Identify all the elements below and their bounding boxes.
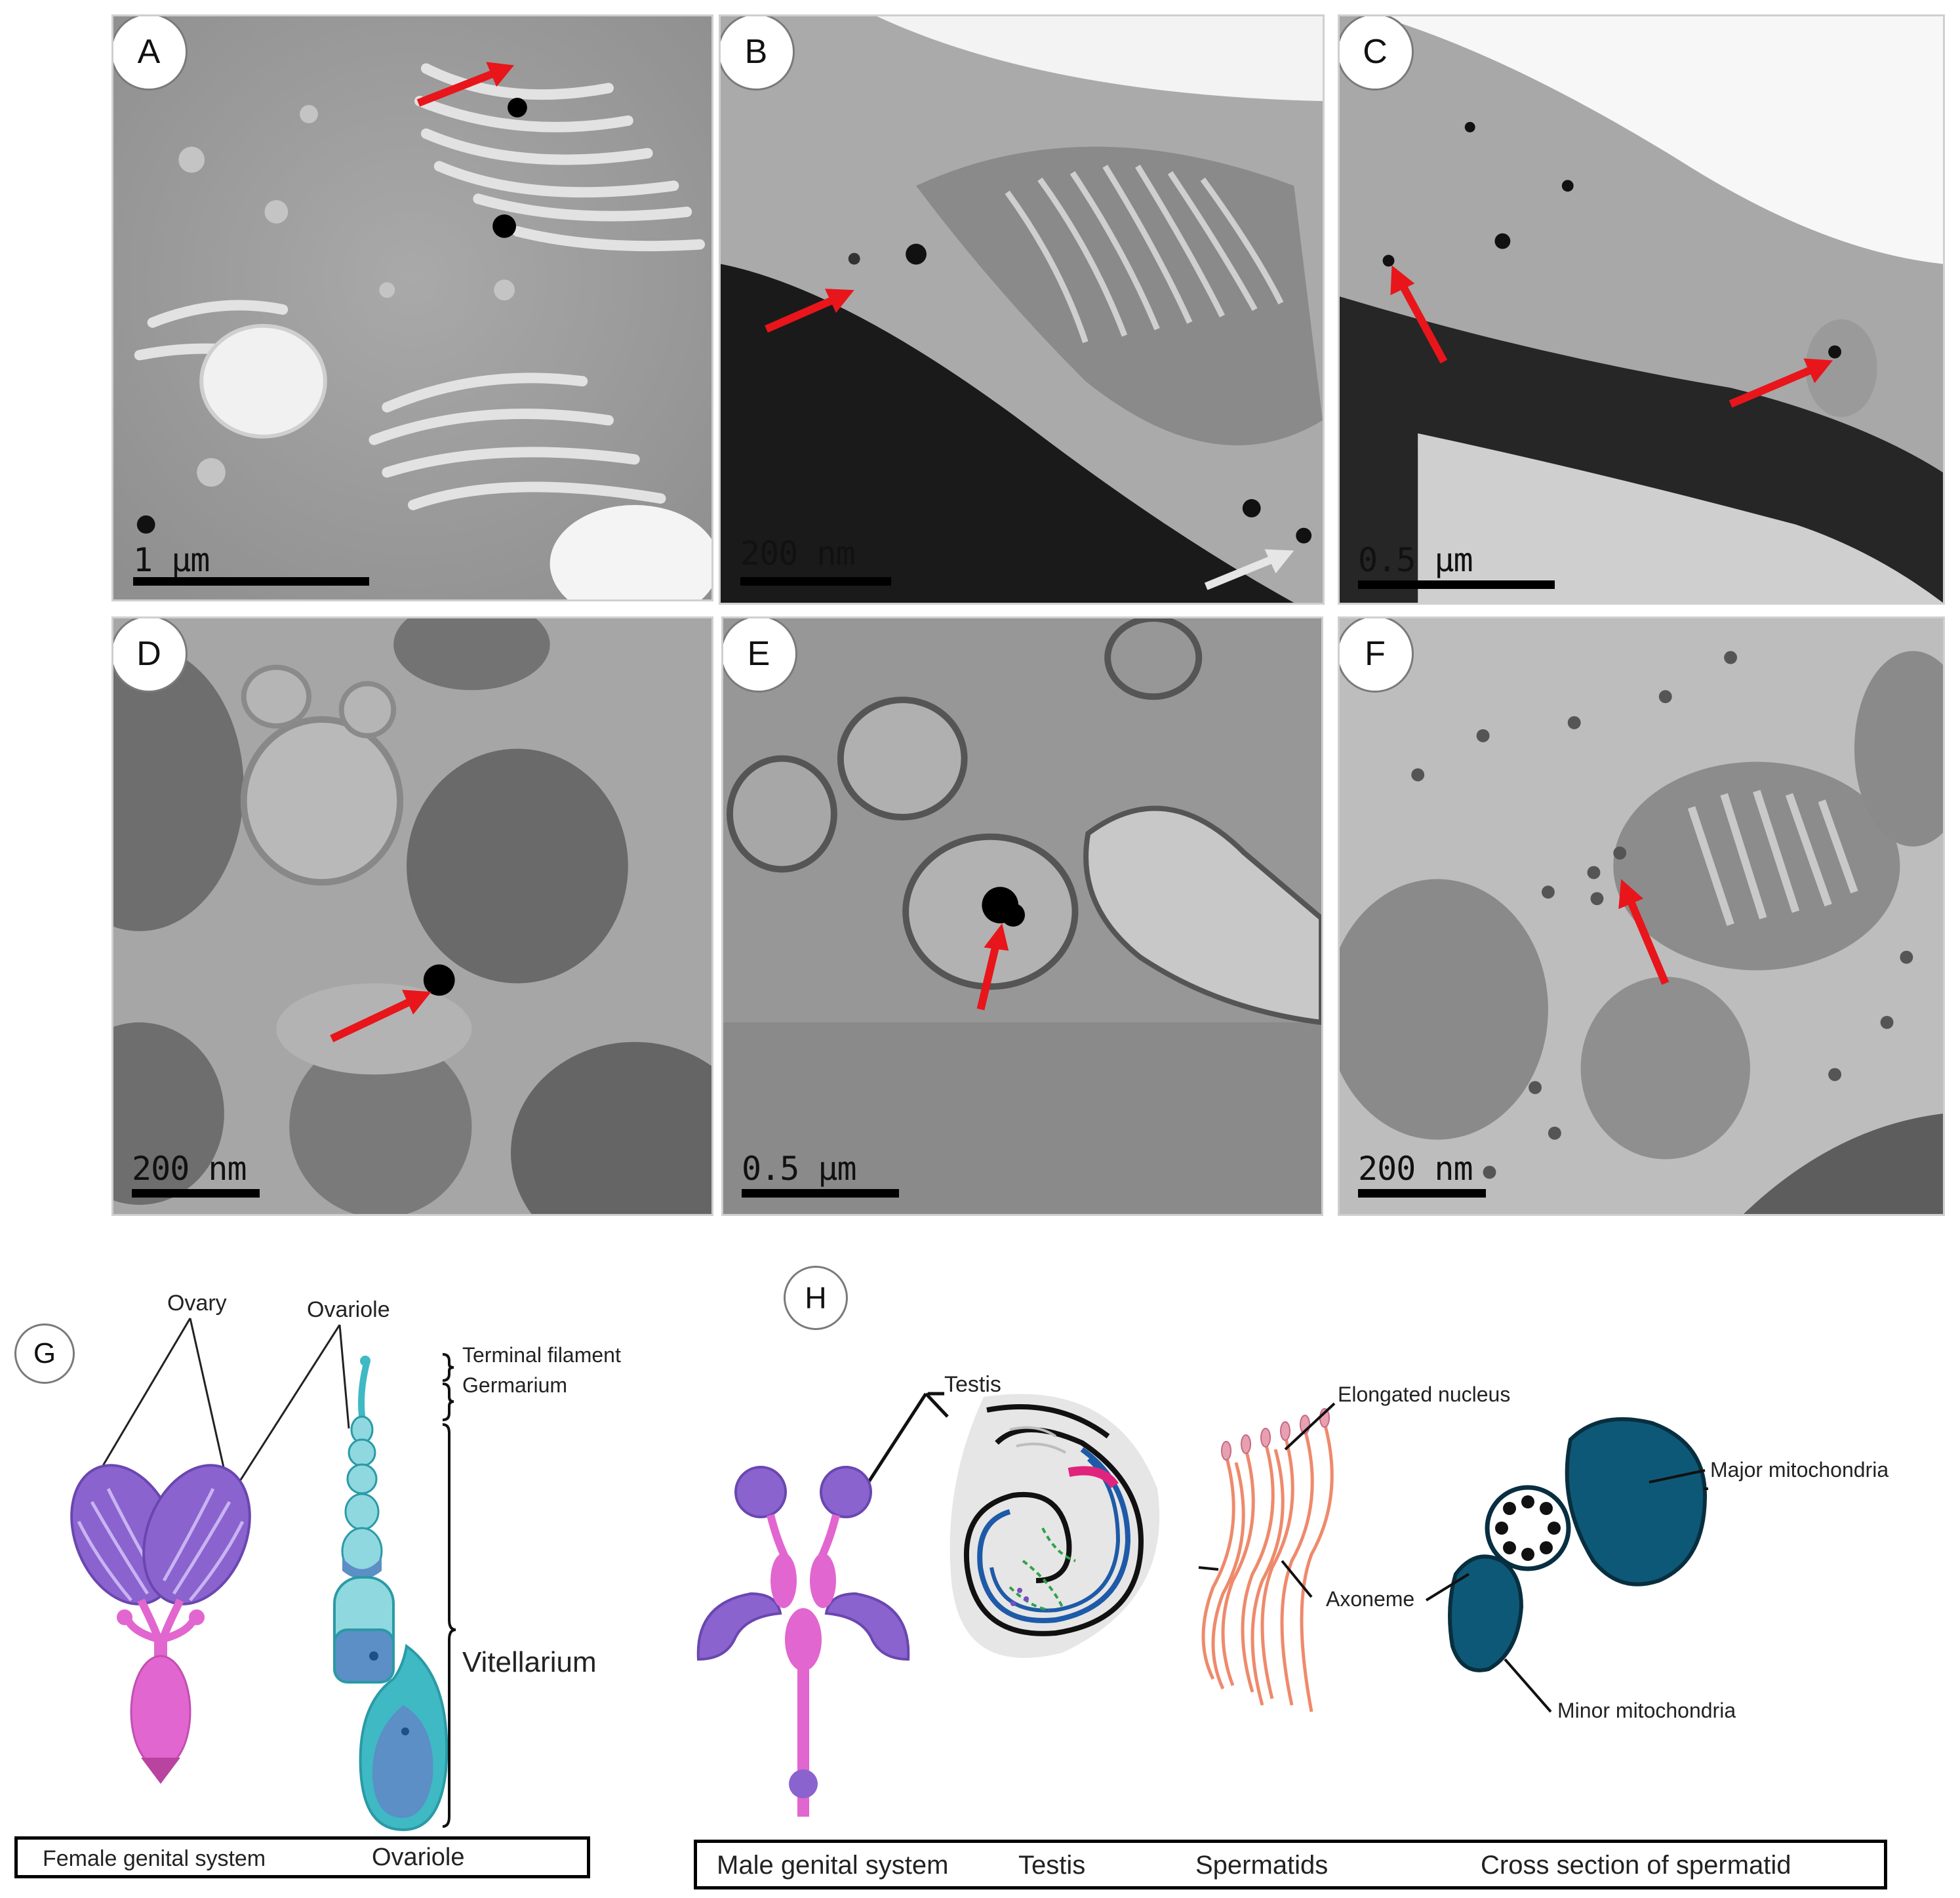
scale-bar-d (132, 1189, 260, 1198)
panel-label-c: C (1340, 16, 1414, 91)
minor-mitochondria-label: Minor mitochondria (1557, 1699, 1736, 1722)
vitellarium-label: Vitellarium (462, 1646, 597, 1678)
testis-caption: Testis (1018, 1851, 1086, 1880)
scale-label-b: 200 nm (740, 535, 856, 573)
ovariole-caption: Ovariole (372, 1844, 465, 1871)
panel-label-e: E (723, 618, 797, 693)
red-arrow (416, 62, 514, 107)
red-arrow (976, 923, 1009, 1011)
panel-label-a: A (113, 16, 188, 91)
micrograph-panel-f: F 200 nm (1338, 616, 1945, 1216)
micrograph-panel-e: E 0.5 μm (721, 616, 1323, 1216)
micrograph-f-image (1340, 618, 1943, 1214)
spermatids-drawing (1201, 1423, 1334, 1712)
male-caption-box: Male genital system Testis Spermatids Cr… (694, 1840, 1887, 1889)
scale-label-d: 200 nm (132, 1150, 247, 1188)
scale-bar-f (1358, 1189, 1486, 1198)
spermatid-cross-section-drawing (1425, 1417, 1708, 1713)
red-arrow (1618, 879, 1670, 985)
scale-bar-c (1358, 580, 1555, 589)
female-genital-system-caption: Female genital system (43, 1846, 266, 1871)
panel-label-f: F (1340, 618, 1414, 693)
scale-label-c: 0.5 μm (1358, 541, 1473, 579)
male-genital-system-drawing (696, 1392, 1708, 1817)
ovary-label: Ovary (167, 1291, 227, 1316)
scale-bar-e (742, 1189, 899, 1198)
micrograph-c-image (1340, 16, 1943, 603)
red-arrow (330, 990, 431, 1043)
scale-label-f: 200 nm (1358, 1150, 1473, 1188)
germarium-label: Germarium (462, 1373, 568, 1397)
scale-label-e: 0.5 μm (742, 1150, 857, 1188)
spermatid-cross-section-caption: Cross section of spermatid (1481, 1851, 1791, 1880)
testis-section-drawing (950, 1394, 1160, 1658)
micrograph-b-image (721, 16, 1323, 603)
red-arrow (765, 289, 854, 333)
testis-label: Testis (944, 1372, 1001, 1397)
female-caption-box: Female genital system Ovariole (14, 1836, 590, 1878)
spermatids-caption: Spermatids (1195, 1851, 1329, 1880)
micrograph-a-image (113, 16, 711, 599)
female-genital-system-drawing (70, 1318, 456, 1832)
micrograph-d-image (113, 618, 711, 1214)
micrograph-panel-c: C 0.5 μm (1338, 14, 1945, 605)
ovary-right (142, 1464, 251, 1605)
panel-label-d: D (113, 618, 188, 693)
ovariole-drawing (333, 1356, 449, 1832)
micrograph-e-image (723, 618, 1321, 1214)
panel-label-g: G (14, 1323, 75, 1384)
elongated-nucleus-label: Elongated nucleus (1338, 1383, 1511, 1406)
micrograph-panel-a: A 1 μm (111, 14, 713, 601)
scale-bar-b (740, 577, 891, 586)
panel-label-b: B (721, 16, 795, 91)
panel-label-h: H (784, 1266, 848, 1330)
ovariole-label: Ovariole (307, 1297, 390, 1322)
scale-label-a: 1 μm (133, 541, 210, 579)
micrograph-panel-b: B 200 nm (719, 14, 1325, 605)
terminal-filament-label: Terminal filament (462, 1343, 621, 1367)
axoneme-label: Axoneme (1326, 1587, 1415, 1611)
red-arrow (1729, 358, 1833, 408)
scale-bar-a (133, 577, 369, 586)
major-mitochondria-label: Major mitochondria (1710, 1458, 1889, 1482)
white-arrow (1204, 549, 1294, 590)
micrograph-panel-d: D 200 nm (111, 616, 713, 1216)
red-arrow (1390, 265, 1448, 364)
male-genital-system-caption: Male genital system (717, 1851, 949, 1880)
